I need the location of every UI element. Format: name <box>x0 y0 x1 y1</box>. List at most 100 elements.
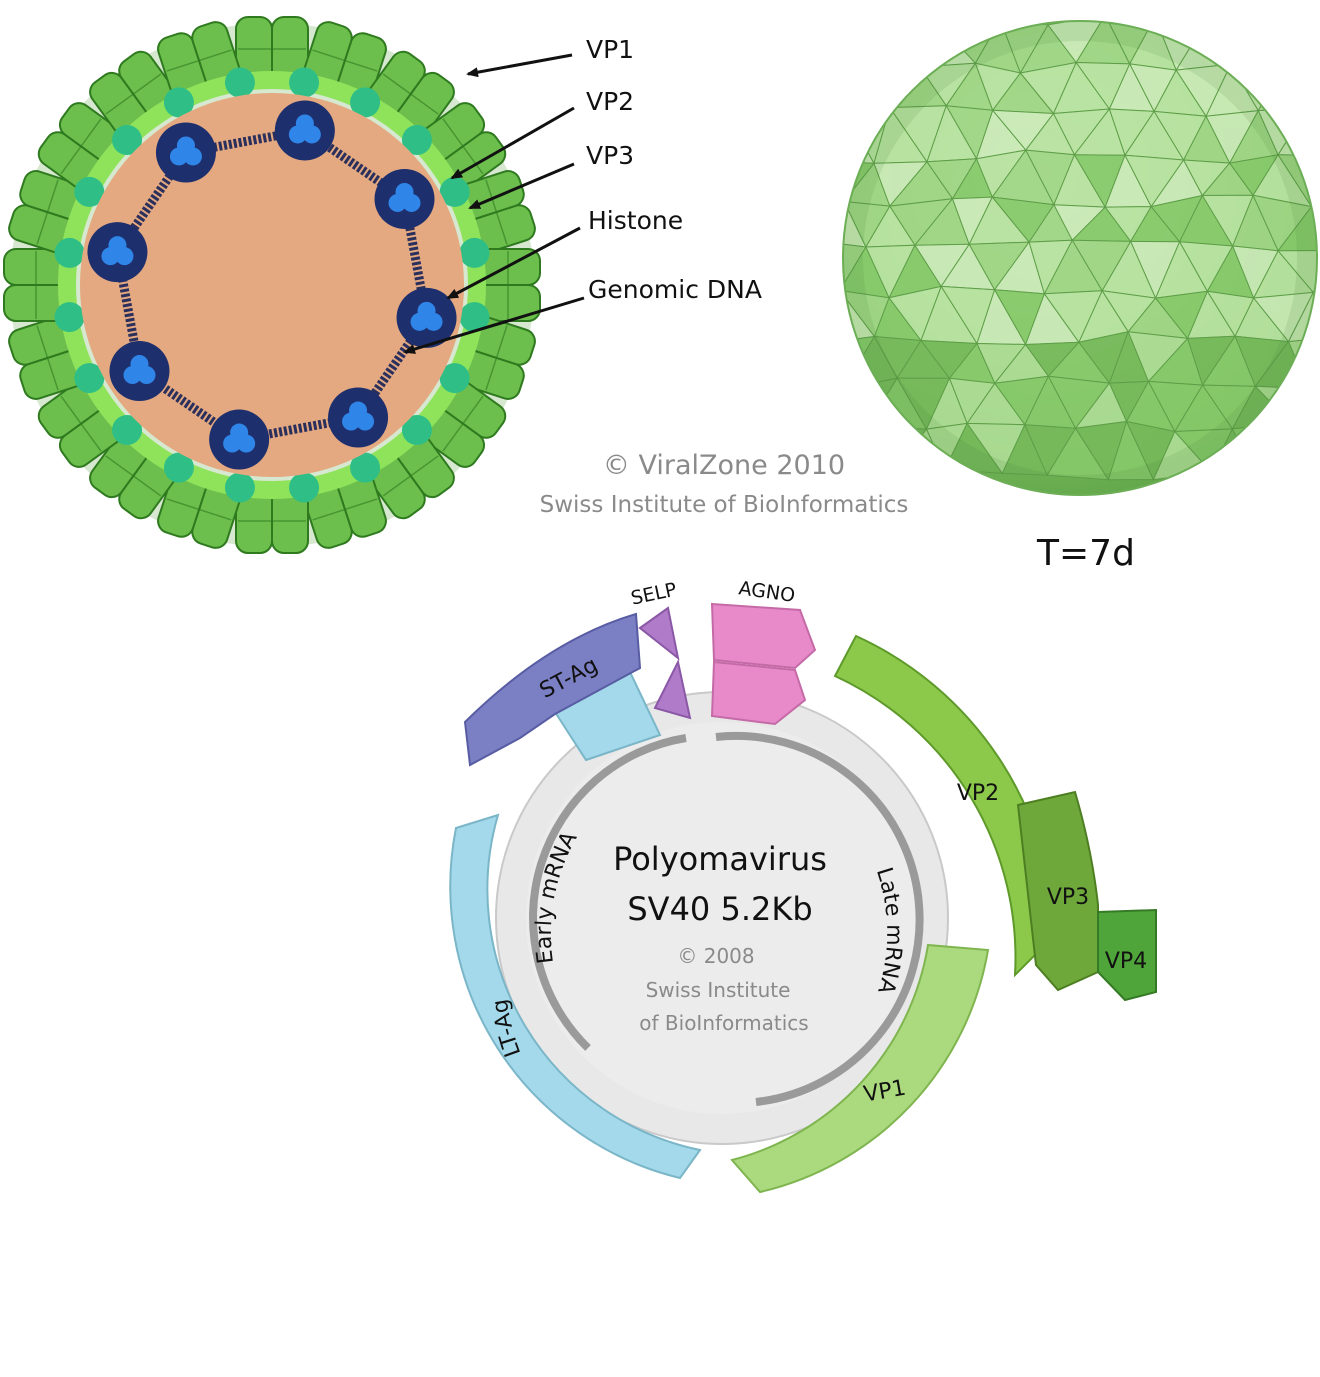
histone-core-lobe <box>417 301 436 320</box>
genome-map: ST-Ag SELP AGNO VP2 VP3 VP4 VP1 LT-Ag Ea… <box>449 577 1157 1194</box>
vp2-node <box>74 176 105 207</box>
histone <box>109 341 170 402</box>
histone <box>374 168 435 229</box>
vp2-arrow <box>450 106 575 180</box>
genome-credit-line2: Swiss Institute <box>646 978 791 1002</box>
capsomer-seam <box>312 498 378 521</box>
sphere-facet <box>843 380 844 425</box>
vp2-node <box>289 472 320 503</box>
agno-lower <box>710 660 807 726</box>
genomic-dna-strand <box>112 125 432 445</box>
vp1-callout-label: VP1 <box>586 35 634 64</box>
histone <box>328 387 389 448</box>
histone-core-lobe <box>176 136 195 155</box>
capsomer-seam <box>382 455 439 497</box>
selp-label: SELP <box>629 579 679 610</box>
sphere-facet <box>843 112 875 164</box>
sphere-facet <box>845 60 891 115</box>
vp4-segment <box>1097 908 1157 1002</box>
st-ag-segment <box>463 612 642 767</box>
vp2-node <box>54 237 85 268</box>
vp1-arrow <box>466 53 573 78</box>
sphere-facet <box>1259 21 1308 74</box>
sphere-facet <box>1257 71 1309 112</box>
late-mrna-arc <box>715 731 924 1106</box>
vp2-node <box>459 302 490 333</box>
sphere-facet <box>1278 71 1317 109</box>
sphere-facets <box>794 21 1317 495</box>
vp2-node <box>163 87 194 118</box>
histone <box>274 100 335 161</box>
sphere-facet <box>847 425 897 471</box>
sphere-facet <box>843 200 846 242</box>
capsomer-seam <box>166 498 232 521</box>
sphere-facet <box>843 159 846 208</box>
capsomer-seam <box>382 73 439 115</box>
sphere-facet <box>843 109 848 162</box>
sphere-facet <box>1306 70 1317 109</box>
sphere-facet <box>1208 21 1261 66</box>
histone <box>209 409 270 470</box>
vp2-node <box>350 452 381 483</box>
vp2-node <box>439 176 470 207</box>
agno-upper <box>710 602 817 670</box>
capsomer-seam <box>36 325 59 391</box>
histone-core-lobe <box>130 355 149 374</box>
vp2-node <box>439 363 470 394</box>
sphere-facet <box>1305 423 1317 481</box>
vp2-gene-label: VP2 <box>957 781 999 806</box>
sphere-facet <box>843 64 848 115</box>
histone-core-lobe <box>295 114 314 133</box>
sphere-facet <box>843 21 877 67</box>
vp3-ring <box>58 71 486 499</box>
sphere-facet <box>874 21 921 68</box>
histone <box>155 122 216 183</box>
sphere-facet <box>1230 21 1280 73</box>
vp3-callout-label: VP3 <box>586 141 634 170</box>
sphere-facet <box>893 21 942 68</box>
sphere-facet <box>843 388 868 428</box>
sphere-facet <box>794 241 840 295</box>
vp3-arrow <box>468 162 575 210</box>
capsomer-seam <box>105 73 162 115</box>
capsomer-seam <box>105 455 162 497</box>
genomic-dna-arrow <box>403 296 585 354</box>
virion-callouts: VP1 VP2 VP3 Histone Genomic DNA <box>403 35 762 354</box>
sphere-outline <box>842 20 1318 496</box>
histone <box>396 287 457 348</box>
agno-label: AGNO <box>737 577 796 607</box>
sphere-facet <box>1277 249 1317 294</box>
vp2-node <box>54 302 85 333</box>
virion-cross-section <box>3 16 541 554</box>
sib-credit: Swiss Institute of BioInformatics <box>540 492 909 518</box>
vp3-gene-label: VP3 <box>1047 885 1089 910</box>
vp2-node <box>112 414 143 445</box>
selp-upper <box>638 606 680 661</box>
vp2-node <box>112 125 143 156</box>
vp1-segment <box>730 943 990 1194</box>
vp1-capsomer <box>235 16 309 86</box>
sphere-facet <box>1289 387 1317 425</box>
histone-core-lobe <box>395 182 414 201</box>
histone-core-lobe <box>108 236 127 255</box>
histone-callout-label: Histone <box>588 206 683 235</box>
sphere-facet <box>1310 154 1317 208</box>
capsid-sphere <box>794 20 1318 496</box>
genome-title-line1: Polyomavirus <box>613 840 827 878</box>
genomic-dna-callout-label: Genomic DNA <box>588 275 762 304</box>
vp2-node <box>224 472 255 503</box>
genome-inner-disk <box>526 722 918 1114</box>
viralzone-credit: © ViralZone 2010 <box>603 450 845 481</box>
sphere-facet <box>843 61 877 115</box>
vp2-node <box>401 414 432 445</box>
genome-credit-line3: of BioInformatics <box>639 1011 808 1035</box>
vp2-node <box>74 363 105 394</box>
capsomer-seam <box>60 118 102 175</box>
capsomer-seam <box>312 49 378 72</box>
sphere-facet <box>1306 105 1317 157</box>
vp2-node <box>401 125 432 156</box>
sphere-facet <box>1252 421 1307 478</box>
capsomer-seam <box>36 179 59 245</box>
